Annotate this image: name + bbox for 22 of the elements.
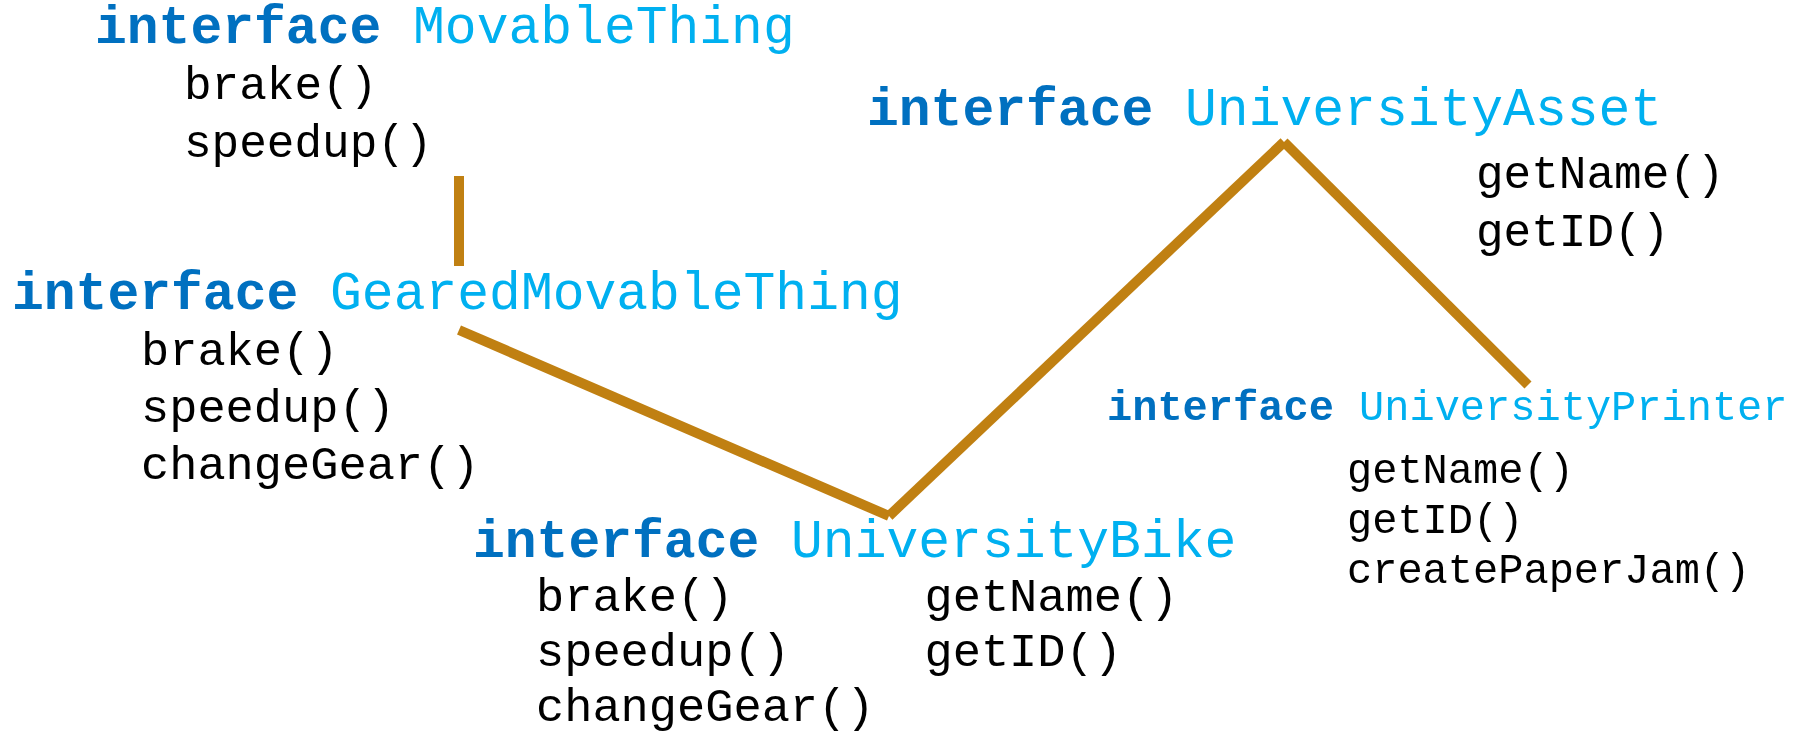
method-name: brake() (536, 571, 735, 626)
interface-heading: interface UniversityPrinter (1107, 385, 1788, 433)
method-name: brake() (184, 60, 379, 115)
method-name: getName() (1476, 149, 1725, 204)
method-name: brake() (141, 325, 340, 381)
method-name: speedup() (141, 382, 396, 438)
method-name: changeGear() (141, 439, 480, 495)
connector-line (457, 325, 891, 521)
connector-line (454, 176, 464, 266)
method-name: getID() (1476, 207, 1671, 262)
interface-heading: interface MovableThing (95, 0, 795, 58)
method-name: getID() (1347, 497, 1525, 547)
method-name: speedup() (536, 626, 791, 681)
method-name: speedup() (184, 118, 433, 173)
interface-heading: interface GearedMovableThing (12, 266, 903, 324)
method-name: getID() (924, 626, 1123, 681)
interface-heading: interface UniversityBike (473, 516, 1237, 571)
interface-heading: interface UniversityAsset (867, 82, 1664, 140)
method-name: createPaperJam() (1347, 547, 1751, 597)
method-name: getName() (924, 571, 1179, 626)
method-name: getName() (1347, 447, 1575, 497)
method-name: changeGear() (536, 681, 875, 736)
